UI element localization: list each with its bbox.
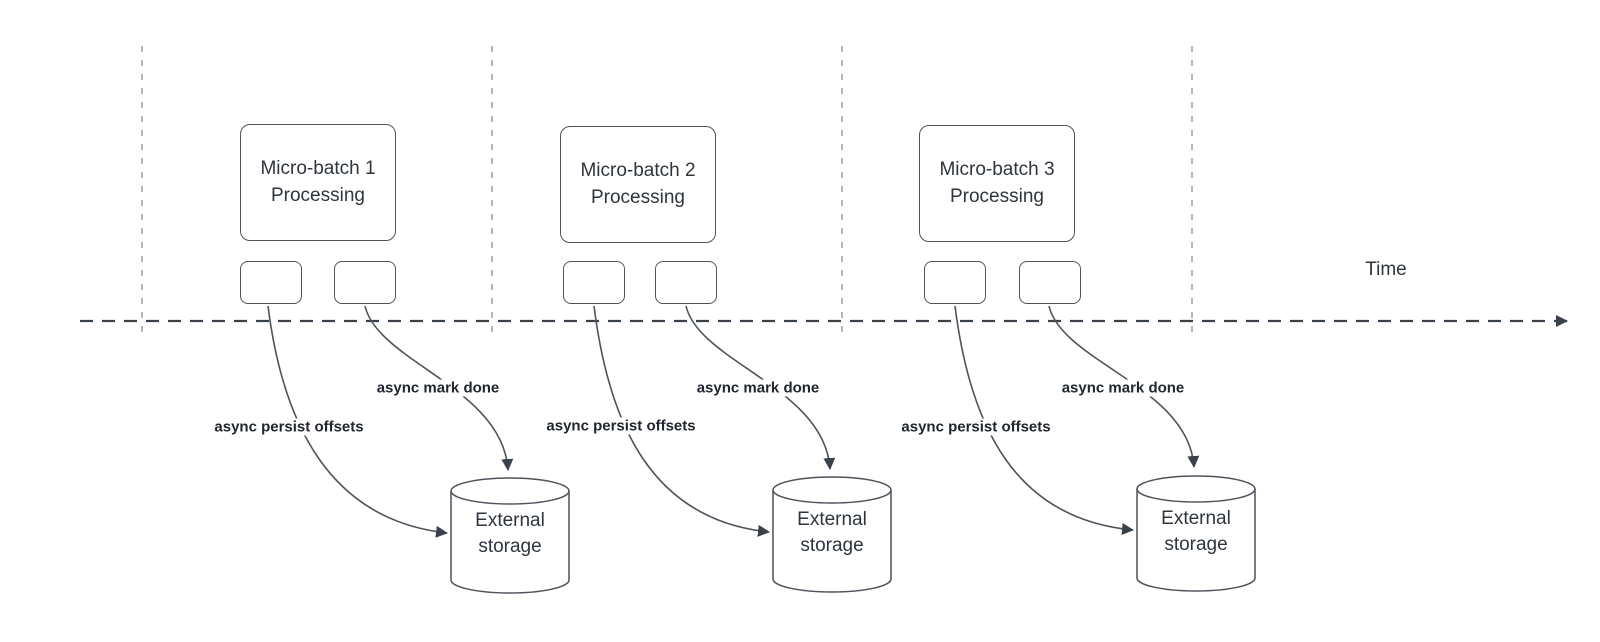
external-storage-label-2: External storage — [797, 509, 867, 557]
mark-done-arrow-1 — [364, 305, 514, 471]
external-storage-cylinder-3 — [1136, 475, 1256, 592]
offset-task-box-2 — [563, 261, 625, 304]
microbatch-1-processing-box: Micro-batch 1 Processing — [240, 124, 396, 241]
microbatch-1-label: Micro-batch 1 Processing — [260, 157, 376, 206]
external-storage-cylinder-2 — [772, 476, 892, 593]
mark-done-label-2: async mark done — [693, 379, 823, 397]
microbatch-2-processing-box: Micro-batch 2 Processing — [560, 126, 716, 243]
persist-offsets-arrow-3 — [954, 305, 1134, 535]
persist-offsets-arrow-1 — [267, 305, 448, 538]
done-task-box-3 — [1019, 261, 1081, 304]
persist-offsets-arrow-2 — [593, 305, 770, 537]
external-storage-cylinder-1 — [450, 477, 570, 594]
offset-task-box-3 — [924, 261, 986, 304]
mark-done-arrow-3 — [1048, 305, 1200, 468]
persist-offsets-label-1: async persist offsets — [211, 418, 367, 436]
mark-done-label-3: async mark done — [1058, 379, 1188, 397]
time-axis-label: Time — [1365, 259, 1407, 280]
microbatch-2-label: Micro-batch 2 Processing — [580, 159, 696, 208]
persist-offsets-label-2: async persist offsets — [543, 417, 699, 435]
microbatch-3-label: Micro-batch 3 Processing — [939, 158, 1055, 207]
external-storage-label-1: External storage — [475, 510, 545, 558]
done-task-box-2 — [655, 261, 717, 304]
mark-done-label-1: async mark done — [373, 379, 503, 397]
microbatch-3-processing-box: Micro-batch 3 Processing — [919, 125, 1075, 242]
persist-offsets-label-3: async persist offsets — [898, 418, 1054, 436]
mark-done-arrow-2 — [685, 305, 836, 470]
done-task-box-1 — [334, 261, 396, 304]
offset-task-box-1 — [240, 261, 302, 304]
external-storage-label-3: External storage — [1161, 508, 1231, 556]
